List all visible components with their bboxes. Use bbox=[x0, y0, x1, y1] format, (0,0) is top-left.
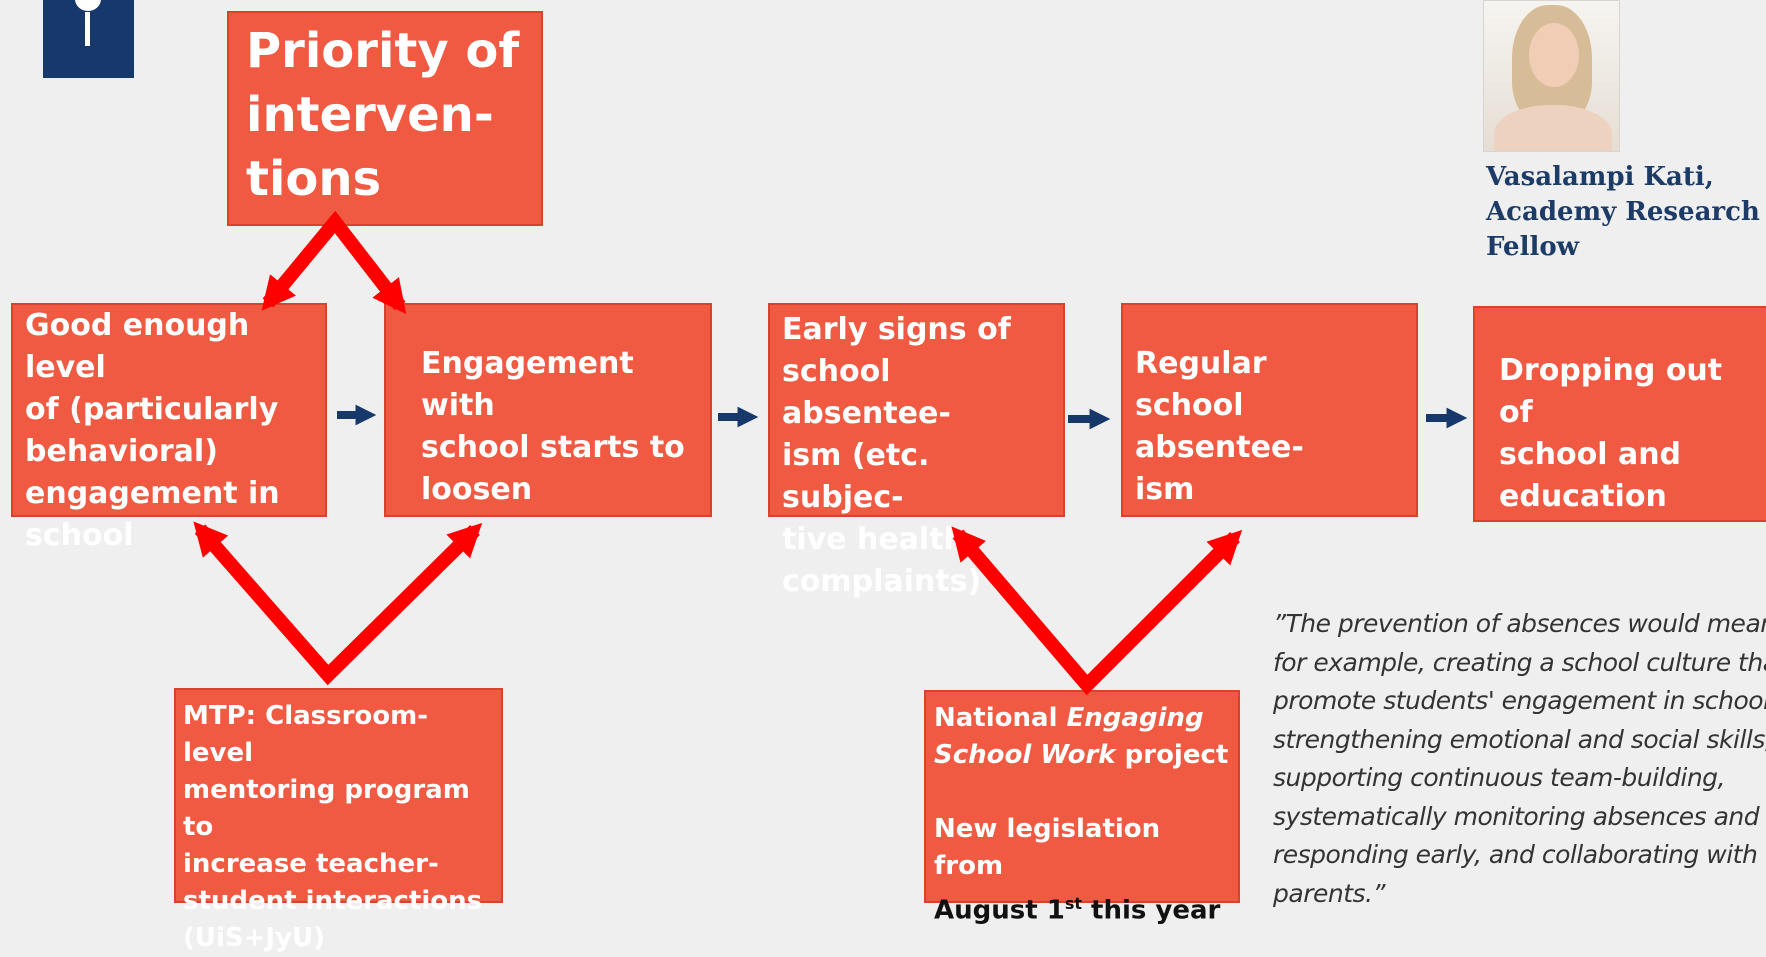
stage-line: complaints) bbox=[782, 564, 982, 599]
stage-box-dropping-out: Dropping out of school and education bbox=[1473, 306, 1766, 522]
red-connector-mtp bbox=[193, 521, 483, 686]
national-text: project bbox=[1115, 740, 1229, 770]
stage-line: school absentee- bbox=[1135, 388, 1304, 465]
portrait-shoulders bbox=[1494, 105, 1612, 151]
stage-line: school absentee- bbox=[782, 354, 951, 431]
stage-line: school bbox=[25, 518, 134, 553]
stage-box-good-engagement: Good enough level of (particularly behav… bbox=[11, 303, 327, 553]
stage-line: Engagement with bbox=[421, 346, 634, 423]
stage-line: Regular bbox=[1135, 346, 1267, 381]
quote-line: responding early, and collaborating with bbox=[1273, 840, 1758, 869]
mtp-line: (UiS+JyU) bbox=[183, 923, 326, 953]
mtp-line: MTP: Classroom-level bbox=[183, 701, 429, 768]
priority-title-line: interven- bbox=[246, 87, 494, 143]
quote-line: ”The prevention of absences would mean, bbox=[1273, 609, 1766, 638]
logo-icon bbox=[43, 0, 134, 78]
stage-line: engagement in bbox=[25, 476, 280, 511]
stage-line: Dropping out of bbox=[1499, 353, 1723, 430]
stage-line: school and bbox=[1499, 437, 1682, 472]
stage-line: school starts to bbox=[421, 430, 685, 465]
national-text: National bbox=[934, 703, 1067, 733]
red-connector-top bbox=[261, 210, 407, 314]
stage-line: tive health bbox=[782, 522, 965, 557]
portrait-photo bbox=[1483, 0, 1620, 152]
stage-line: ism bbox=[1135, 472, 1195, 507]
priority-title-line: tions bbox=[246, 151, 382, 207]
priority-title-line: Priority of bbox=[246, 23, 520, 79]
stage-line: education bbox=[1499, 479, 1667, 514]
national-italic: School Work bbox=[934, 740, 1116, 770]
logo-circle bbox=[75, 0, 101, 11]
stage-line: loosen bbox=[421, 472, 533, 507]
priority-title-box: Priority of interven- tions bbox=[227, 11, 543, 226]
stage-line: Good enough level bbox=[25, 308, 250, 385]
stage-line: ism (etc. subjec- bbox=[782, 438, 930, 515]
quote-line: promote students' engagement in school, bbox=[1273, 686, 1766, 715]
person-caption: Vasalampi Kati, Academy Research Fellow bbox=[1486, 160, 1766, 265]
caption-line: Vasalampi Kati, bbox=[1486, 162, 1714, 192]
portrait-face bbox=[1529, 23, 1579, 87]
national-italic: Engaging bbox=[1066, 703, 1204, 733]
national-line-2: School Work project bbox=[934, 737, 1231, 774]
stage-box-early-absenteeism: Early signs of school absentee- ism (etc… bbox=[768, 303, 1065, 599]
mtp-line: increase teacher- bbox=[183, 849, 439, 879]
quote-line: supporting continuous team-building, bbox=[1273, 763, 1725, 792]
stage-line: of (particularly bbox=[25, 392, 279, 427]
mtp-line: mentoring program to bbox=[183, 775, 470, 842]
red-connector-national bbox=[951, 526, 1243, 696]
stage-line: behavioral) bbox=[25, 434, 218, 469]
stage-box-regular-absenteeism: Regular school absentee- ism bbox=[1121, 303, 1418, 517]
national-line-1: National Engaging bbox=[934, 700, 1231, 737]
caption-line: Academy Research bbox=[1486, 197, 1760, 227]
logo-stem bbox=[85, 12, 90, 46]
national-line-3: New legislation from bbox=[934, 814, 1161, 881]
stage-box-engagement-loosen: Engagement with school starts to loosen bbox=[384, 303, 712, 517]
quote-line: for example, creating a school culture t… bbox=[1273, 647, 1766, 677]
caption-line: Fellow bbox=[1486, 232, 1580, 262]
connector-layer bbox=[193, 210, 1468, 696]
stage-line: Early signs of bbox=[782, 312, 1011, 347]
quote-line: strengthening emotional and social skill… bbox=[1273, 724, 1766, 754]
quote-line: systematically monitoring absences and bbox=[1273, 801, 1760, 831]
